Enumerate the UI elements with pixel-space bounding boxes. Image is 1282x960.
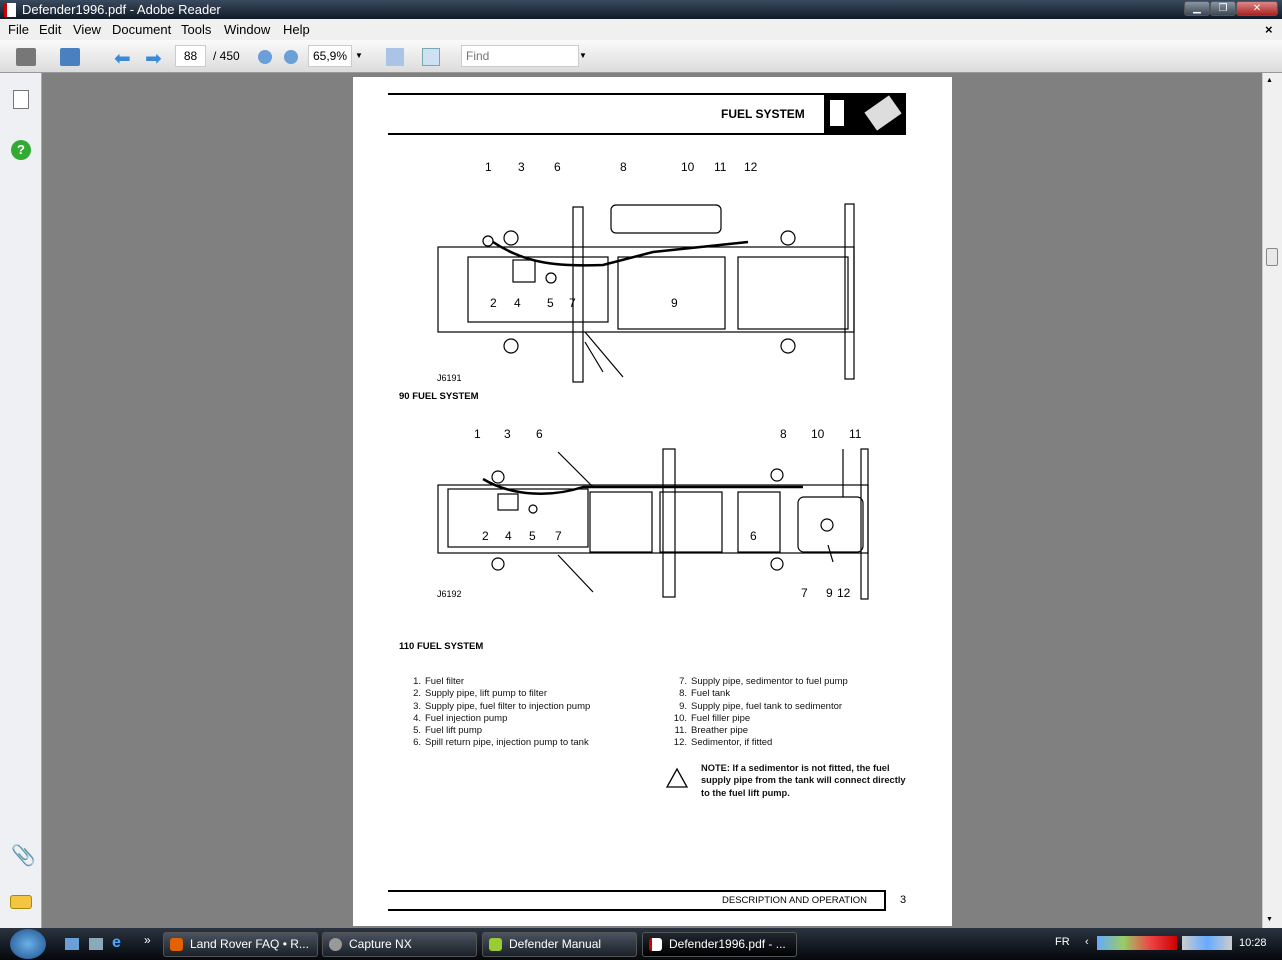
note-text: NOTE: If a sedimentor is not fitted, the…	[701, 763, 906, 798]
diagram-code: J6191	[437, 373, 462, 383]
start-button[interactable]	[10, 929, 46, 959]
task-firefox[interactable]: Land Rover FAQ • R...	[163, 932, 318, 957]
menu-view[interactable]: View	[73, 22, 101, 37]
window-title: Defender1996.pdf - Adobe Reader	[22, 2, 221, 17]
fit-width-icon[interactable]	[386, 48, 404, 66]
menu-tools[interactable]: Tools	[181, 22, 212, 37]
callout: 1	[485, 160, 492, 174]
callout: 4	[505, 529, 512, 543]
callout: 4	[514, 296, 521, 310]
navigation-panel: ? 📎	[0, 73, 42, 928]
scrollbar-thumb[interactable]	[1266, 248, 1278, 266]
callout: 3	[518, 160, 525, 174]
legend-left: 1.Fuel filter 2.Supply pipe, lift pump t…	[413, 676, 591, 749]
fuel-system-diagrams	[437, 203, 869, 600]
callout: 7	[801, 586, 808, 600]
task-adobe-reader[interactable]: Defender1996.pdf - ...	[642, 932, 797, 957]
callout: 11	[849, 427, 862, 441]
callout: 5	[547, 296, 554, 310]
chassis-frame-90	[437, 203, 855, 383]
callout: 12	[837, 586, 851, 600]
pages-icon[interactable]	[13, 90, 29, 109]
system-tray-icons[interactable]	[1097, 936, 1177, 950]
section-header: FUEL SYSTEM	[721, 107, 805, 121]
pdf-page: FUEL SYSTEM 1 3 6 8 10 11 12 2 4 5 7 9 J…	[353, 77, 952, 926]
tray-network-volume-icons[interactable]	[1182, 936, 1232, 950]
menu-help[interactable]: Help	[283, 22, 310, 37]
callout: 1	[474, 427, 481, 441]
callout: 6	[750, 529, 757, 543]
callout: 8	[780, 427, 787, 441]
callout: 7	[555, 529, 562, 543]
callout: 5	[529, 529, 536, 543]
callout: 9	[671, 296, 678, 310]
footer-section: DESCRIPTION AND OPERATION	[722, 895, 867, 906]
language-indicator[interactable]: FR	[1055, 936, 1070, 948]
page-number: 3	[900, 894, 907, 906]
show-desktop-icon[interactable]	[65, 938, 79, 950]
diagram-caption: 110 FUEL SYSTEM	[399, 641, 484, 652]
taskbar: e » Land Rover FAQ • R... Capture NX Def…	[0, 928, 1282, 960]
callout: 2	[490, 296, 497, 310]
page-total: / 450	[213, 49, 240, 63]
menu-window[interactable]: Window	[224, 22, 271, 37]
callout: 2	[482, 529, 489, 543]
menu-bar: File Edit View Document Tools Window Hel…	[0, 19, 1282, 40]
help-icon[interactable]: ?	[11, 140, 31, 160]
title-bar: Defender1996.pdf - Adobe Reader ▁ ❐ ✕	[0, 0, 1282, 19]
chassis-frame-110	[437, 448, 869, 600]
find-input[interactable]	[461, 45, 579, 67]
show-hidden-icons[interactable]: ‹	[1085, 936, 1089, 948]
page-number-input[interactable]: 88	[175, 45, 206, 67]
vertical-scrollbar[interactable]: ▲ ▼	[1262, 73, 1282, 928]
switch-windows-icon[interactable]	[89, 938, 103, 950]
toolbar: ⬅ ➡ 88 / 450 65,9% ▼ ▼	[0, 40, 1282, 73]
pdf-app-icon	[4, 3, 16, 17]
callout: 6	[554, 160, 561, 174]
close-button[interactable]: ✕	[1236, 1, 1278, 16]
callout: 3	[504, 427, 511, 441]
warning-triangle-icon	[665, 767, 689, 788]
diagram-caption: 90 FUEL SYSTEM	[399, 391, 479, 402]
callout: 7	[569, 296, 576, 310]
next-page-icon[interactable]: ➡	[145, 48, 162, 70]
find-options-chevron-icon[interactable]: ▼	[579, 51, 587, 60]
callout: 8	[620, 160, 627, 174]
diagram-code: J6192	[437, 589, 462, 599]
callout: 10	[811, 427, 825, 441]
attachments-icon[interactable]: 📎	[11, 845, 36, 867]
zoom-in-icon[interactable]	[284, 50, 298, 64]
chevron-down-icon[interactable]: ▼	[355, 51, 363, 60]
fit-page-icon[interactable]	[422, 48, 440, 66]
callout: 6	[536, 427, 543, 441]
menu-file[interactable]: File	[8, 22, 29, 37]
collaborate-icon[interactable]	[60, 48, 80, 66]
menu-document[interactable]: Document	[112, 22, 172, 37]
fuel-pump-logo-icon	[824, 94, 906, 134]
close-document-button[interactable]: ×	[1265, 22, 1273, 37]
print-icon[interactable]	[16, 48, 36, 66]
zoom-level-select[interactable]: 65,9%	[308, 45, 352, 67]
menu-edit[interactable]: Edit	[39, 22, 62, 37]
legend-right: 7.Supply pipe, sedimentor to fuel pump 8…	[673, 676, 848, 749]
callout: 12	[744, 160, 758, 174]
callout: 9	[826, 586, 833, 600]
previous-page-icon[interactable]: ⬅	[114, 48, 131, 70]
comments-icon[interactable]	[10, 895, 32, 909]
task-capture-nx[interactable]: Capture NX	[322, 932, 477, 957]
task-defender-manual[interactable]: Defender Manual	[482, 932, 637, 957]
callout: 10	[681, 160, 695, 174]
quicklaunch-more[interactable]: »	[144, 933, 151, 947]
zoom-out-icon[interactable]	[258, 50, 272, 64]
internet-explorer-icon[interactable]: e	[112, 934, 121, 951]
maximize-button[interactable]: ❐	[1210, 1, 1236, 16]
callout: 11	[714, 160, 727, 174]
minimize-button[interactable]: ▁	[1184, 1, 1210, 16]
clock[interactable]: 10:28	[1239, 937, 1267, 949]
